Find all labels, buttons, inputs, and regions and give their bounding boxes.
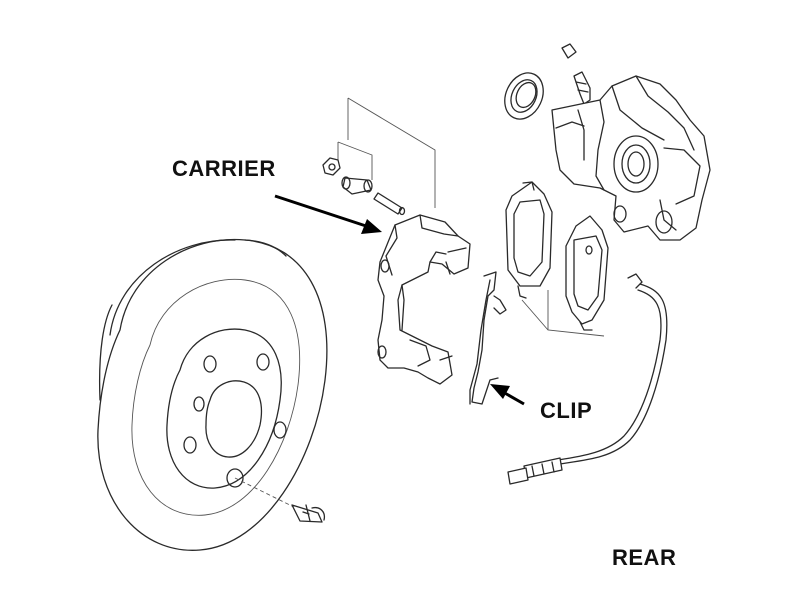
carrier-arrow [274, 194, 382, 234]
pad-retaining-clip [469, 271, 507, 405]
rear-label: REAR [612, 545, 677, 570]
pad-wear-sensor [507, 273, 668, 485]
brake-caliper [504, 43, 711, 241]
carrier-label: CARRIER [172, 156, 276, 181]
guide-pin-bolts [322, 97, 436, 216]
caliper-carrier [377, 214, 471, 385]
disc-screw [291, 504, 326, 523]
brake-disc [97, 238, 328, 551]
clip-label: CLIP [540, 398, 593, 423]
brake-pads [505, 181, 609, 337]
clip-arrow [490, 384, 525, 406]
